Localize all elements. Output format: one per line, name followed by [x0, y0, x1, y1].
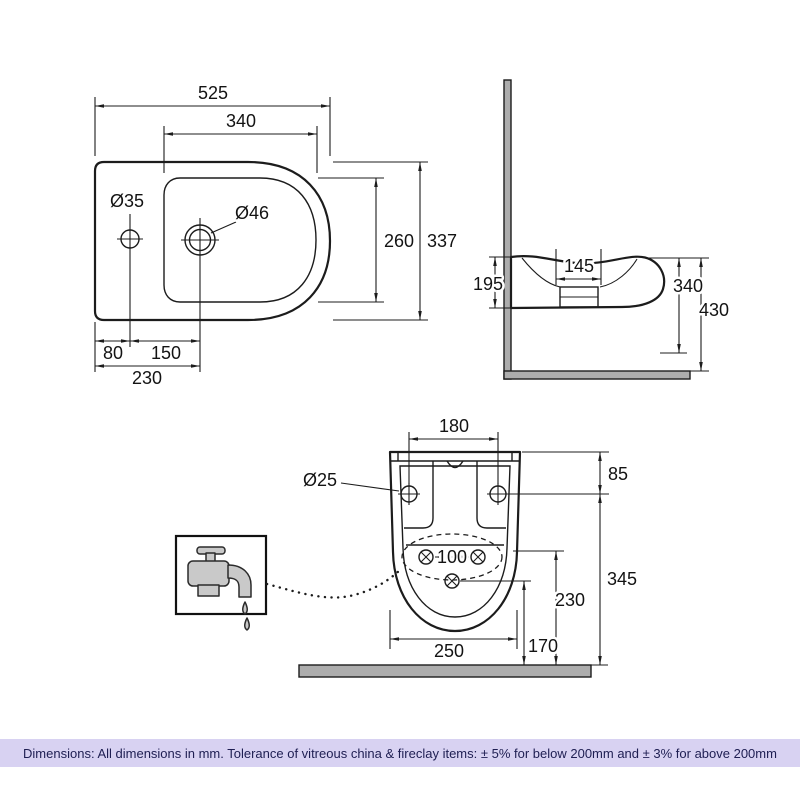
dim-outlet-to-floor: 170 [528, 636, 558, 656]
dim-base-width: 250 [434, 641, 464, 661]
dim-rim-to-floor: 230 [555, 590, 585, 610]
water-drop-icon [242, 601, 248, 615]
plan-view: Ø35 Ø46 525 340 260 33 [93, 81, 460, 391]
floor-section-side [503, 370, 691, 380]
dim-fixing-hole-diameter: Ø25 [303, 470, 337, 490]
tolerance-note-bar: Dimensions: All dimensions in mm. Tolera… [0, 739, 800, 767]
dim-inlet-width: 145 [564, 256, 594, 276]
dim-tap-hole-diameter: Ø35 [110, 191, 144, 211]
dim-overall-depth: 337 [427, 231, 457, 251]
dim-overall-height: 430 [699, 300, 729, 320]
water-drop-icon [244, 617, 250, 631]
dim-lower-height: 340 [673, 276, 703, 296]
fixing-holes [340, 482, 509, 505]
dim-edge-to-tap: 80 [103, 343, 123, 363]
wall-section [503, 79, 512, 380]
dim-tap-to-drain: 150 [151, 343, 181, 363]
dim-drain-diameter: Ø46 [235, 203, 269, 223]
tap-detail [174, 534, 404, 631]
dim-fixing-centres: 180 [439, 416, 469, 436]
dim-outlet-centres: 100 [437, 547, 467, 567]
tap-icon [187, 546, 252, 631]
dim-edge-to-drain: 230 [132, 368, 162, 388]
detail-connector-line [265, 566, 404, 599]
front-dimensions [389, 432, 609, 666]
bidet-outline-plan [93, 160, 332, 322]
tap-hole [117, 214, 143, 347]
dim-bowl-depth: 260 [384, 231, 414, 251]
dim-bowl-width: 340 [226, 111, 256, 131]
dim-body-height: 195 [473, 274, 503, 294]
bidet-outline-front [388, 450, 522, 633]
bowl-section-detail [521, 257, 638, 308]
plan-dimensions [94, 97, 428, 372]
dim-fixing-to-floor: 345 [607, 569, 637, 589]
front-body-details [391, 452, 519, 618]
waste-outlet-detail [401, 533, 503, 589]
side-view: 145 195 340 430 [470, 79, 732, 380]
drain-hole [181, 218, 237, 372]
bowl-outline-plan [163, 177, 317, 303]
dim-top-to-fixing: 85 [608, 464, 628, 484]
side-dimensions [489, 249, 709, 372]
tolerance-note: Dimensions: All dimensions in mm. Tolera… [23, 745, 777, 761]
floor-section-front [298, 664, 592, 678]
dim-overall-width: 525 [198, 83, 228, 103]
front-view: Ø25 180 85 100 345 230 170 250 [298, 414, 640, 678]
